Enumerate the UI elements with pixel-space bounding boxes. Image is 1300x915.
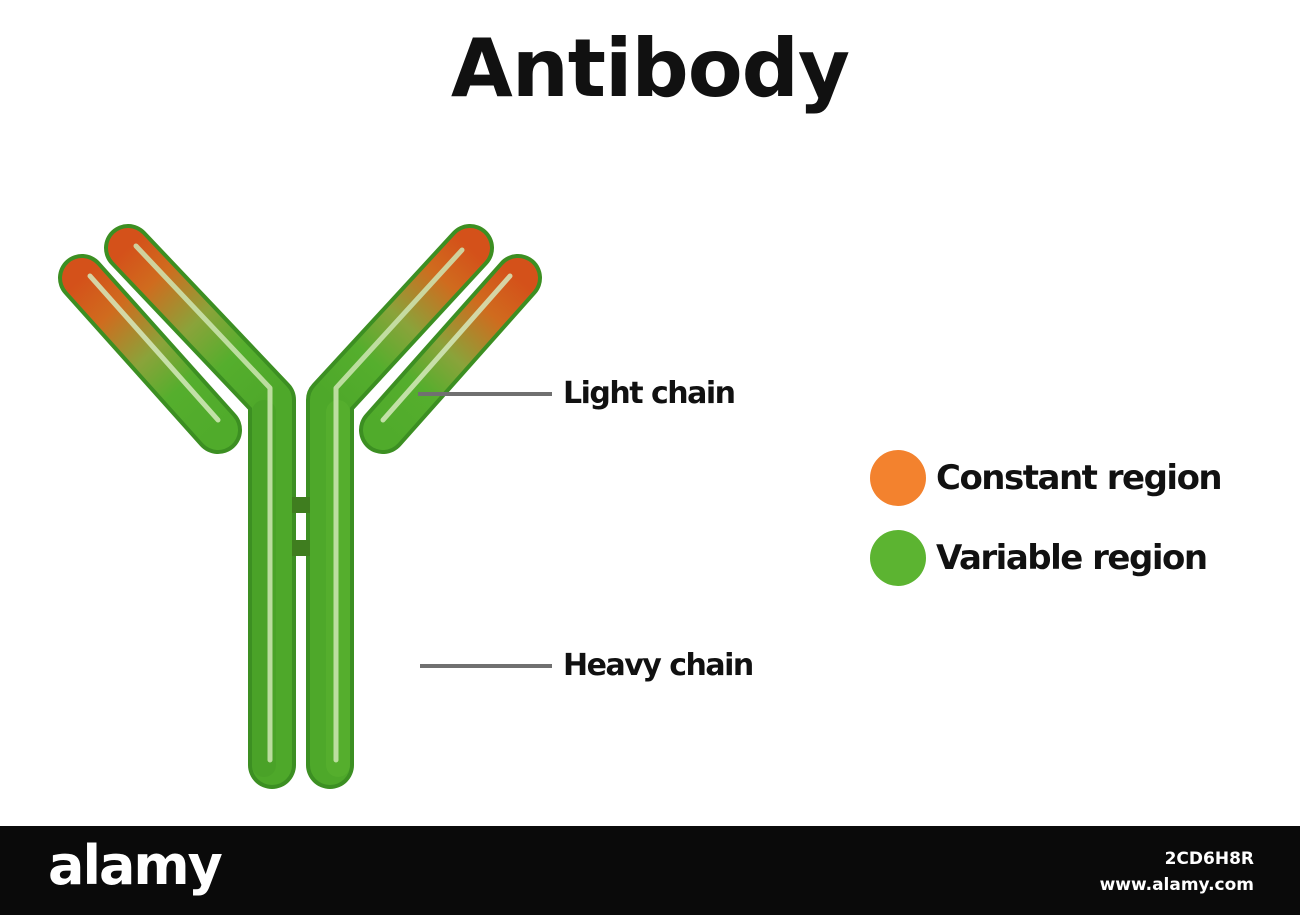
light-chain-label: Light chain <box>563 376 736 411</box>
footer-meta: 2CD6H8R www.alamy.com <box>1100 846 1254 898</box>
image-id: 2CD6H8R <box>1164 849 1254 869</box>
site-url: www.alamy.com <box>1099 875 1254 895</box>
alamy-logo: alamy <box>48 834 223 897</box>
green-dot-icon <box>870 530 926 586</box>
heavy-chain-label: Heavy chain <box>563 648 754 683</box>
watermark-footer: alamy 2CD6H8R www.alamy.com <box>0 826 1300 915</box>
legend-item-constant: Constant region <box>870 448 1223 508</box>
diagram-canvas: Antibody <box>58 22 1223 789</box>
legend: Constant region Variable region <box>870 448 1223 608</box>
diagram-title: Antibody <box>450 22 850 115</box>
orange-dot-icon <box>870 450 926 506</box>
heavy-chain-left <box>104 224 296 789</box>
heavy-chain-right <box>306 224 494 789</box>
antibody-illustration <box>58 224 552 789</box>
light-chain-right <box>359 254 542 454</box>
legend-item-variable: Variable region <box>870 528 1221 588</box>
legend-label-variable: Variable region <box>936 538 1208 578</box>
disulfide-bridges <box>292 497 310 556</box>
light-chain-left <box>58 254 242 454</box>
legend-label-constant: Constant region <box>936 458 1223 498</box>
